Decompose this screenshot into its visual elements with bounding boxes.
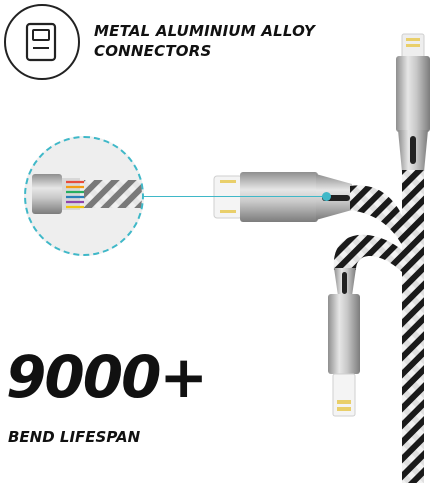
headline-line-2: CONNECTORS: [94, 42, 212, 60]
callout-line: [142, 196, 326, 197]
bend-count: 9000+: [6, 343, 208, 411]
callout-dot: [322, 192, 331, 201]
lightning-connector-icon: [4, 4, 80, 80]
headline-line-1: METAL ALUMINIUM ALLOY: [94, 22, 316, 40]
bend-lifespan-label: BEND LIFESPAN: [8, 428, 141, 446]
cable-internals-zoom: [24, 136, 144, 256]
